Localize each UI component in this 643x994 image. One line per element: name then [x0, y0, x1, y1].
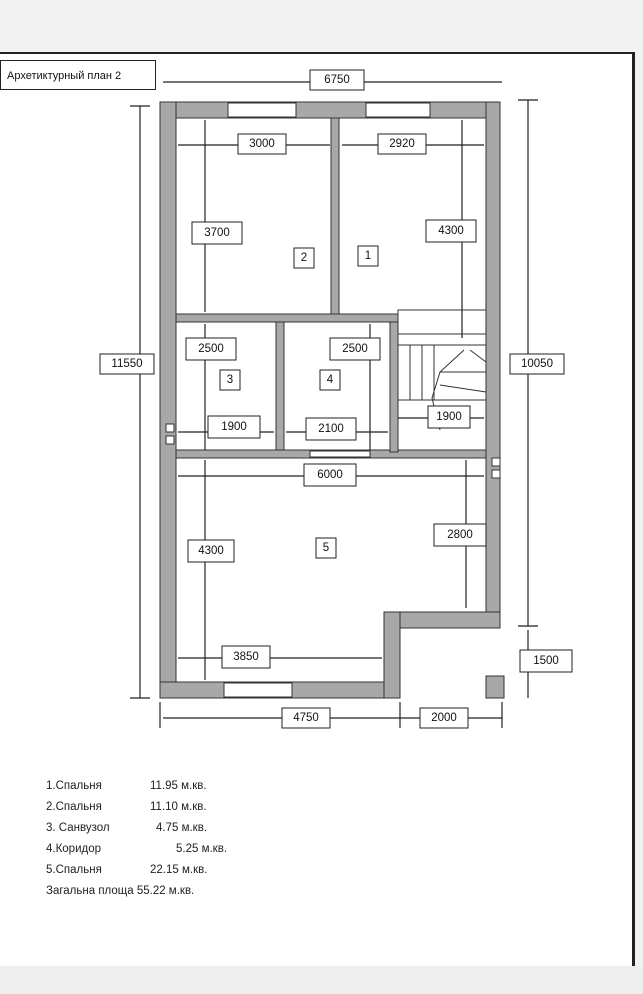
legend-room-name: 3. Санвузол [46, 822, 110, 834]
outer-walls [159, 101, 505, 699]
dim-room5-height-left: 4300 [187, 539, 235, 563]
svg-text:2100: 2100 [318, 423, 344, 435]
vent-marks [165, 423, 501, 479]
svg-text:3850: 3850 [233, 651, 259, 663]
svg-text:4300: 4300 [198, 545, 224, 557]
drawing-sheet [0, 52, 635, 968]
svg-text:6000: 6000 [317, 469, 343, 481]
dim-overall-height-right: 10050 [509, 353, 565, 375]
svg-text:4: 4 [327, 374, 334, 386]
svg-text:2: 2 [301, 252, 307, 264]
dim-room2-height: 3700 [191, 221, 243, 245]
svg-text:4750: 4750 [293, 712, 319, 724]
svg-text:2800: 2800 [447, 529, 473, 541]
dim-overall-width: 6750 [309, 69, 365, 91]
room-number-2: 2 [293, 247, 315, 269]
dim-bottom-right: 2000 [419, 707, 469, 729]
dim-room1-width: 2920 [377, 133, 427, 155]
dim-room1-height: 4300 [425, 219, 477, 243]
svg-text:1500: 1500 [533, 655, 559, 667]
svg-text:1900: 1900 [221, 421, 247, 433]
svg-text:11550: 11550 [111, 358, 142, 370]
page-bottom-margin [0, 966, 643, 994]
dim-overall-height-left: 11550 [99, 353, 155, 375]
svg-text:1900: 1900 [436, 411, 462, 423]
room-number-4: 4 [319, 369, 341, 391]
room-number-5: 5 [315, 537, 337, 559]
dim-room5-width: 6000 [303, 463, 357, 487]
svg-text:3: 3 [227, 374, 233, 386]
legend-room-name: 5.Спальня [46, 864, 102, 876]
dim-room3-height: 2500 [185, 337, 237, 361]
svg-text:2500: 2500 [342, 343, 368, 355]
room-number-1: 1 [357, 245, 379, 267]
legend-room-area: 22.15 м.кв. [150, 864, 208, 876]
legend-room-name: 4.Коридор [46, 843, 102, 855]
plan-title: Архетиктурный план 2 [0, 60, 156, 90]
legend-room-name: 1.Спальня [46, 780, 102, 792]
svg-text:1: 1 [365, 250, 371, 262]
svg-text:3000: 3000 [249, 138, 275, 150]
dim-stair-width: 1900 [427, 405, 471, 429]
dim-room4-height: 2500 [329, 337, 381, 361]
legend-room-name: 2.Спальня [46, 801, 102, 813]
svg-text:6750: 6750 [324, 74, 350, 86]
inner-walls [175, 117, 487, 459]
svg-text:2500: 2500 [198, 343, 224, 355]
svg-text:5: 5 [323, 542, 329, 554]
legend-room-area: 5.25 м.кв. [176, 843, 228, 855]
dim-room5-height-right: 2800 [433, 523, 487, 547]
dim-right-extension-height: 1500 [519, 649, 573, 673]
svg-text:4300: 4300 [438, 225, 464, 237]
room-number-3: 3 [219, 369, 241, 391]
legend-room-area: 11.10 м.кв. [150, 801, 207, 813]
svg-text:2920: 2920 [389, 138, 415, 150]
dim-room2-width: 3000 [237, 133, 287, 155]
legend-room-area: 11.95 м.кв. [150, 780, 207, 792]
legend-room-area: 4.75 м.кв. [156, 822, 208, 834]
svg-text:3700: 3700 [204, 227, 230, 239]
svg-text:10050: 10050 [521, 358, 553, 370]
dim-room3-width: 1900 [207, 415, 261, 439]
dim-room4-width: 2100 [305, 417, 357, 441]
dim-room5-bottom-width: 3850 [221, 645, 271, 669]
svg-text:2000: 2000 [431, 712, 457, 724]
dim-bottom-left: 4750 [281, 707, 331, 729]
